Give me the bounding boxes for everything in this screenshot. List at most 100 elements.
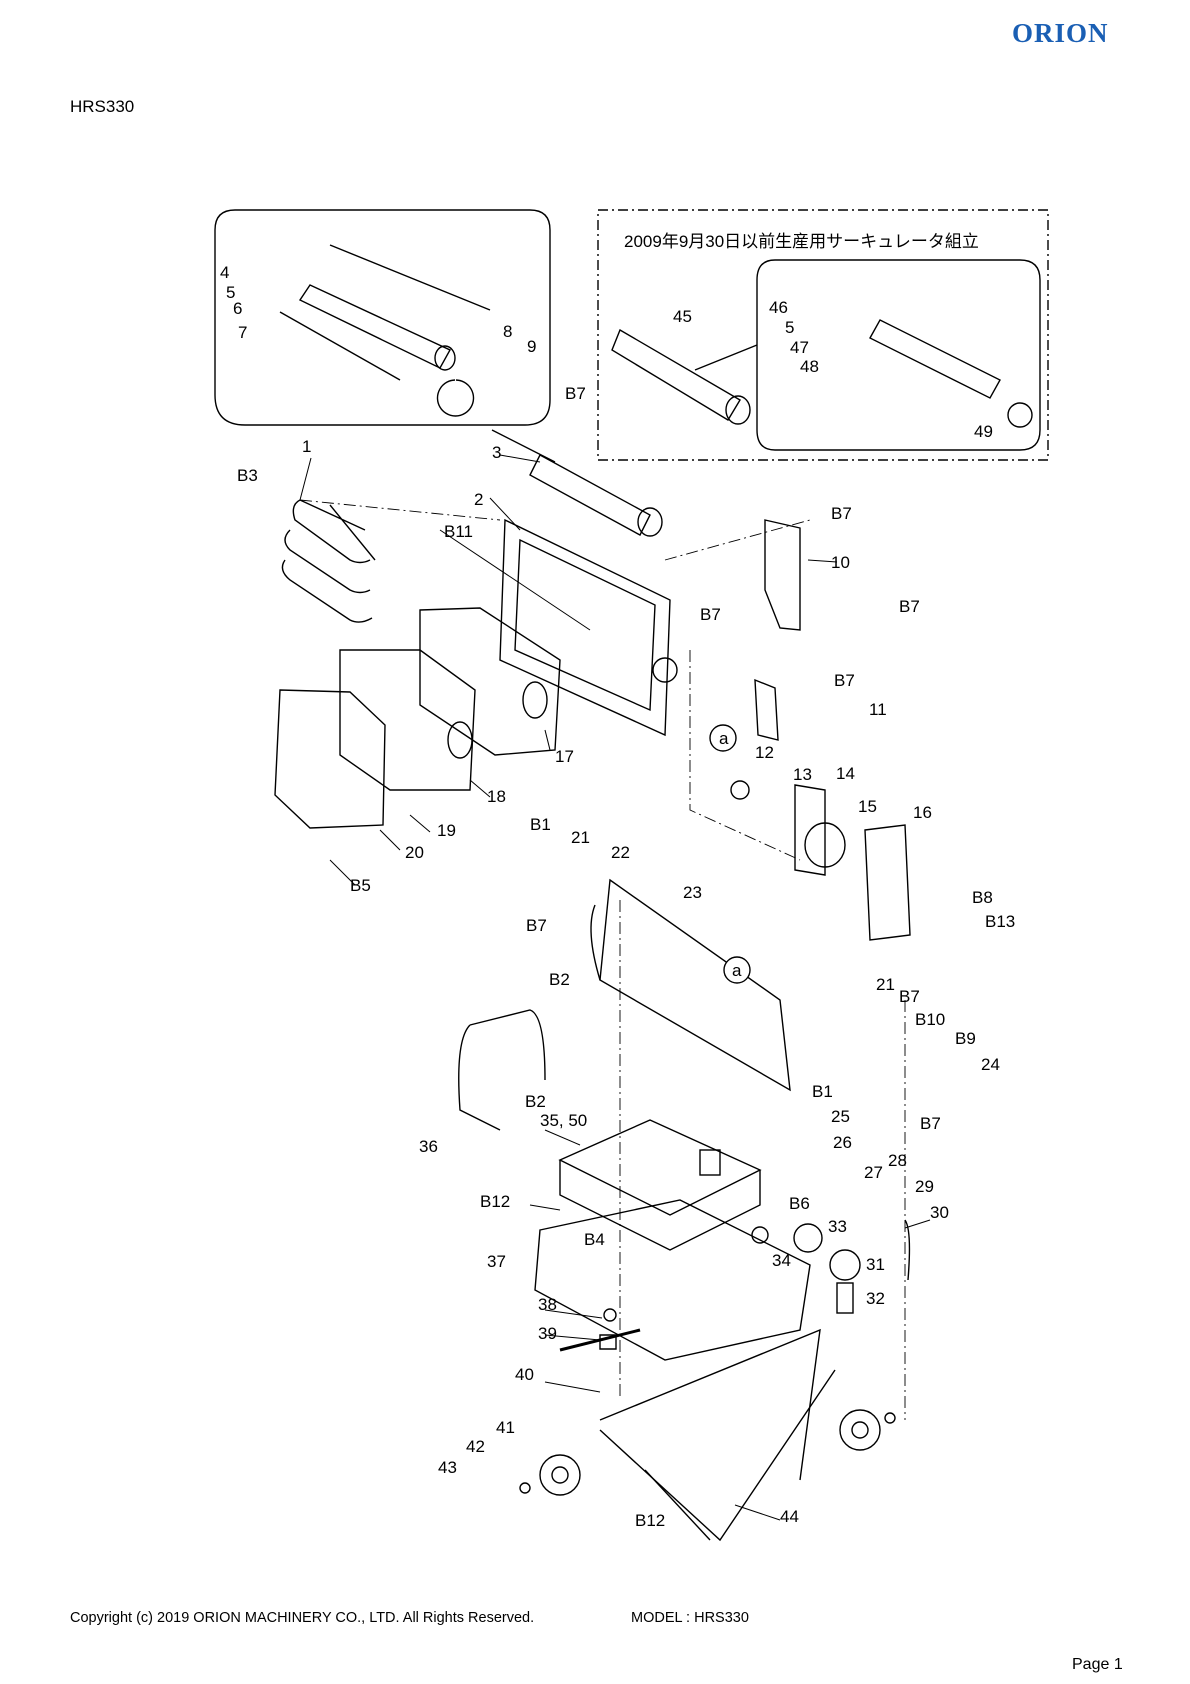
fuel-strainer <box>836 1282 854 1314</box>
part-label: B2 <box>549 970 570 989</box>
part-label: 38 <box>538 1295 557 1314</box>
part-label: B10 <box>915 1010 945 1029</box>
wheel-right <box>839 1409 881 1451</box>
fuel-gauge <box>793 1223 823 1253</box>
part-label: 40 <box>515 1365 534 1384</box>
part-label: 45 <box>673 307 692 326</box>
part-label: 5 <box>226 283 235 302</box>
part-label: 36 <box>419 1137 438 1156</box>
part-label: B2 <box>525 1092 546 1111</box>
part-label: B12 <box>480 1192 510 1211</box>
circulator-roller-old <box>611 319 1033 428</box>
brand-logo: ORION <box>1012 18 1109 48</box>
part-label: B7 <box>831 504 852 523</box>
part-label: 13 <box>793 765 812 784</box>
part-label: 44 <box>780 1507 799 1526</box>
part-label: 46 <box>769 298 788 317</box>
part-label: 23 <box>683 883 702 902</box>
page-number: Page 1 <box>1072 1656 1123 1673</box>
part-label: 18 <box>487 787 506 806</box>
inset-note: 2009年9月30日以前生産用サーキュレータ組立 <box>624 232 979 251</box>
part-label: 33 <box>828 1217 847 1236</box>
part-label: 25 <box>831 1107 850 1126</box>
part-label: 49 <box>974 422 993 441</box>
part-label: 2 <box>474 490 483 509</box>
part-label: 20 <box>405 843 424 862</box>
part-label: 12 <box>755 743 774 762</box>
part-label: 32 <box>866 1289 885 1308</box>
part-label: 47 <box>790 338 809 357</box>
fuel-pipe-30 <box>904 1219 911 1281</box>
part-label: 26 <box>833 1133 852 1152</box>
combustion-chamber <box>274 607 561 829</box>
rear-panel <box>764 519 801 631</box>
inset-box-circulator <box>214 209 551 426</box>
part-label: B7 <box>700 605 721 624</box>
part-label: 37 <box>487 1252 506 1271</box>
part-label: 10 <box>831 553 850 572</box>
part-label: a <box>719 729 729 748</box>
part-label: 21 <box>876 975 895 994</box>
circulator-roller-main <box>529 454 663 537</box>
part-label: 29 <box>915 1177 934 1196</box>
copyright-text: Copyright (c) 2019 ORION MACHINERY CO., … <box>70 1610 535 1626</box>
part-label: 48 <box>800 357 819 376</box>
part-label: 21 <box>571 828 590 847</box>
part-label: 41 <box>496 1418 515 1437</box>
part-label: B9 <box>955 1029 976 1048</box>
burner-assembly <box>864 824 911 941</box>
circulator-roller-inset <box>279 244 491 417</box>
part-label: 16 <box>913 803 932 822</box>
part-label: B7 <box>834 671 855 690</box>
part-label: B6 <box>789 1194 810 1213</box>
model-title: HRS330 <box>70 97 135 116</box>
part-label: 30 <box>930 1203 949 1222</box>
fuel-tank <box>534 1119 811 1361</box>
part-label: a <box>732 961 742 980</box>
part-label: B13 <box>985 912 1015 931</box>
part-label: 8 <box>503 322 512 341</box>
part-label: 22 <box>611 843 630 862</box>
footer-model: MODEL : HRS330 <box>631 1610 749 1626</box>
part-label: 1 <box>302 437 311 456</box>
part-label: B1 <box>530 815 551 834</box>
part-label: 43 <box>438 1458 457 1477</box>
part-label: 24 <box>981 1055 1000 1074</box>
part-label: 15 <box>858 797 877 816</box>
inset-box-old-circulator <box>597 209 1049 461</box>
part-label: 34 <box>772 1251 791 1270</box>
part-label: B1 <box>812 1082 833 1101</box>
part-label: 11 <box>869 700 887 719</box>
part-label: 42 <box>466 1437 485 1456</box>
part-label: B7 <box>526 916 547 935</box>
gasket-plate <box>794 784 826 876</box>
drain-plug-39 <box>599 1334 617 1350</box>
handle-frame <box>599 878 791 1092</box>
part-label: B7 <box>920 1114 941 1133</box>
part-label: 4 <box>220 263 229 282</box>
part-label: B7 <box>899 987 920 1006</box>
part-label: 27 <box>864 1163 883 1182</box>
part-label: B7 <box>899 597 920 616</box>
part-label: B12 <box>635 1511 665 1530</box>
part-label: B8 <box>972 888 993 907</box>
part-label: 3 <box>492 443 501 462</box>
front-guard <box>281 499 376 623</box>
part-label: B11 <box>444 522 473 541</box>
part-label: 5 <box>785 318 794 337</box>
part-label: B3 <box>237 466 258 485</box>
washer-38 <box>603 1308 617 1322</box>
control-box <box>754 678 779 741</box>
part-label: 31 <box>866 1255 885 1274</box>
part-label: B5 <box>350 876 371 895</box>
part-label: 6 <box>233 299 242 318</box>
part-label: 9 <box>527 337 536 356</box>
part-label: 19 <box>437 821 456 840</box>
cabinet <box>499 518 678 737</box>
part-label: B7 <box>565 384 586 403</box>
part-label: 39 <box>538 1324 557 1343</box>
part-label: 14 <box>836 764 855 783</box>
part-label: B4 <box>584 1230 605 1249</box>
